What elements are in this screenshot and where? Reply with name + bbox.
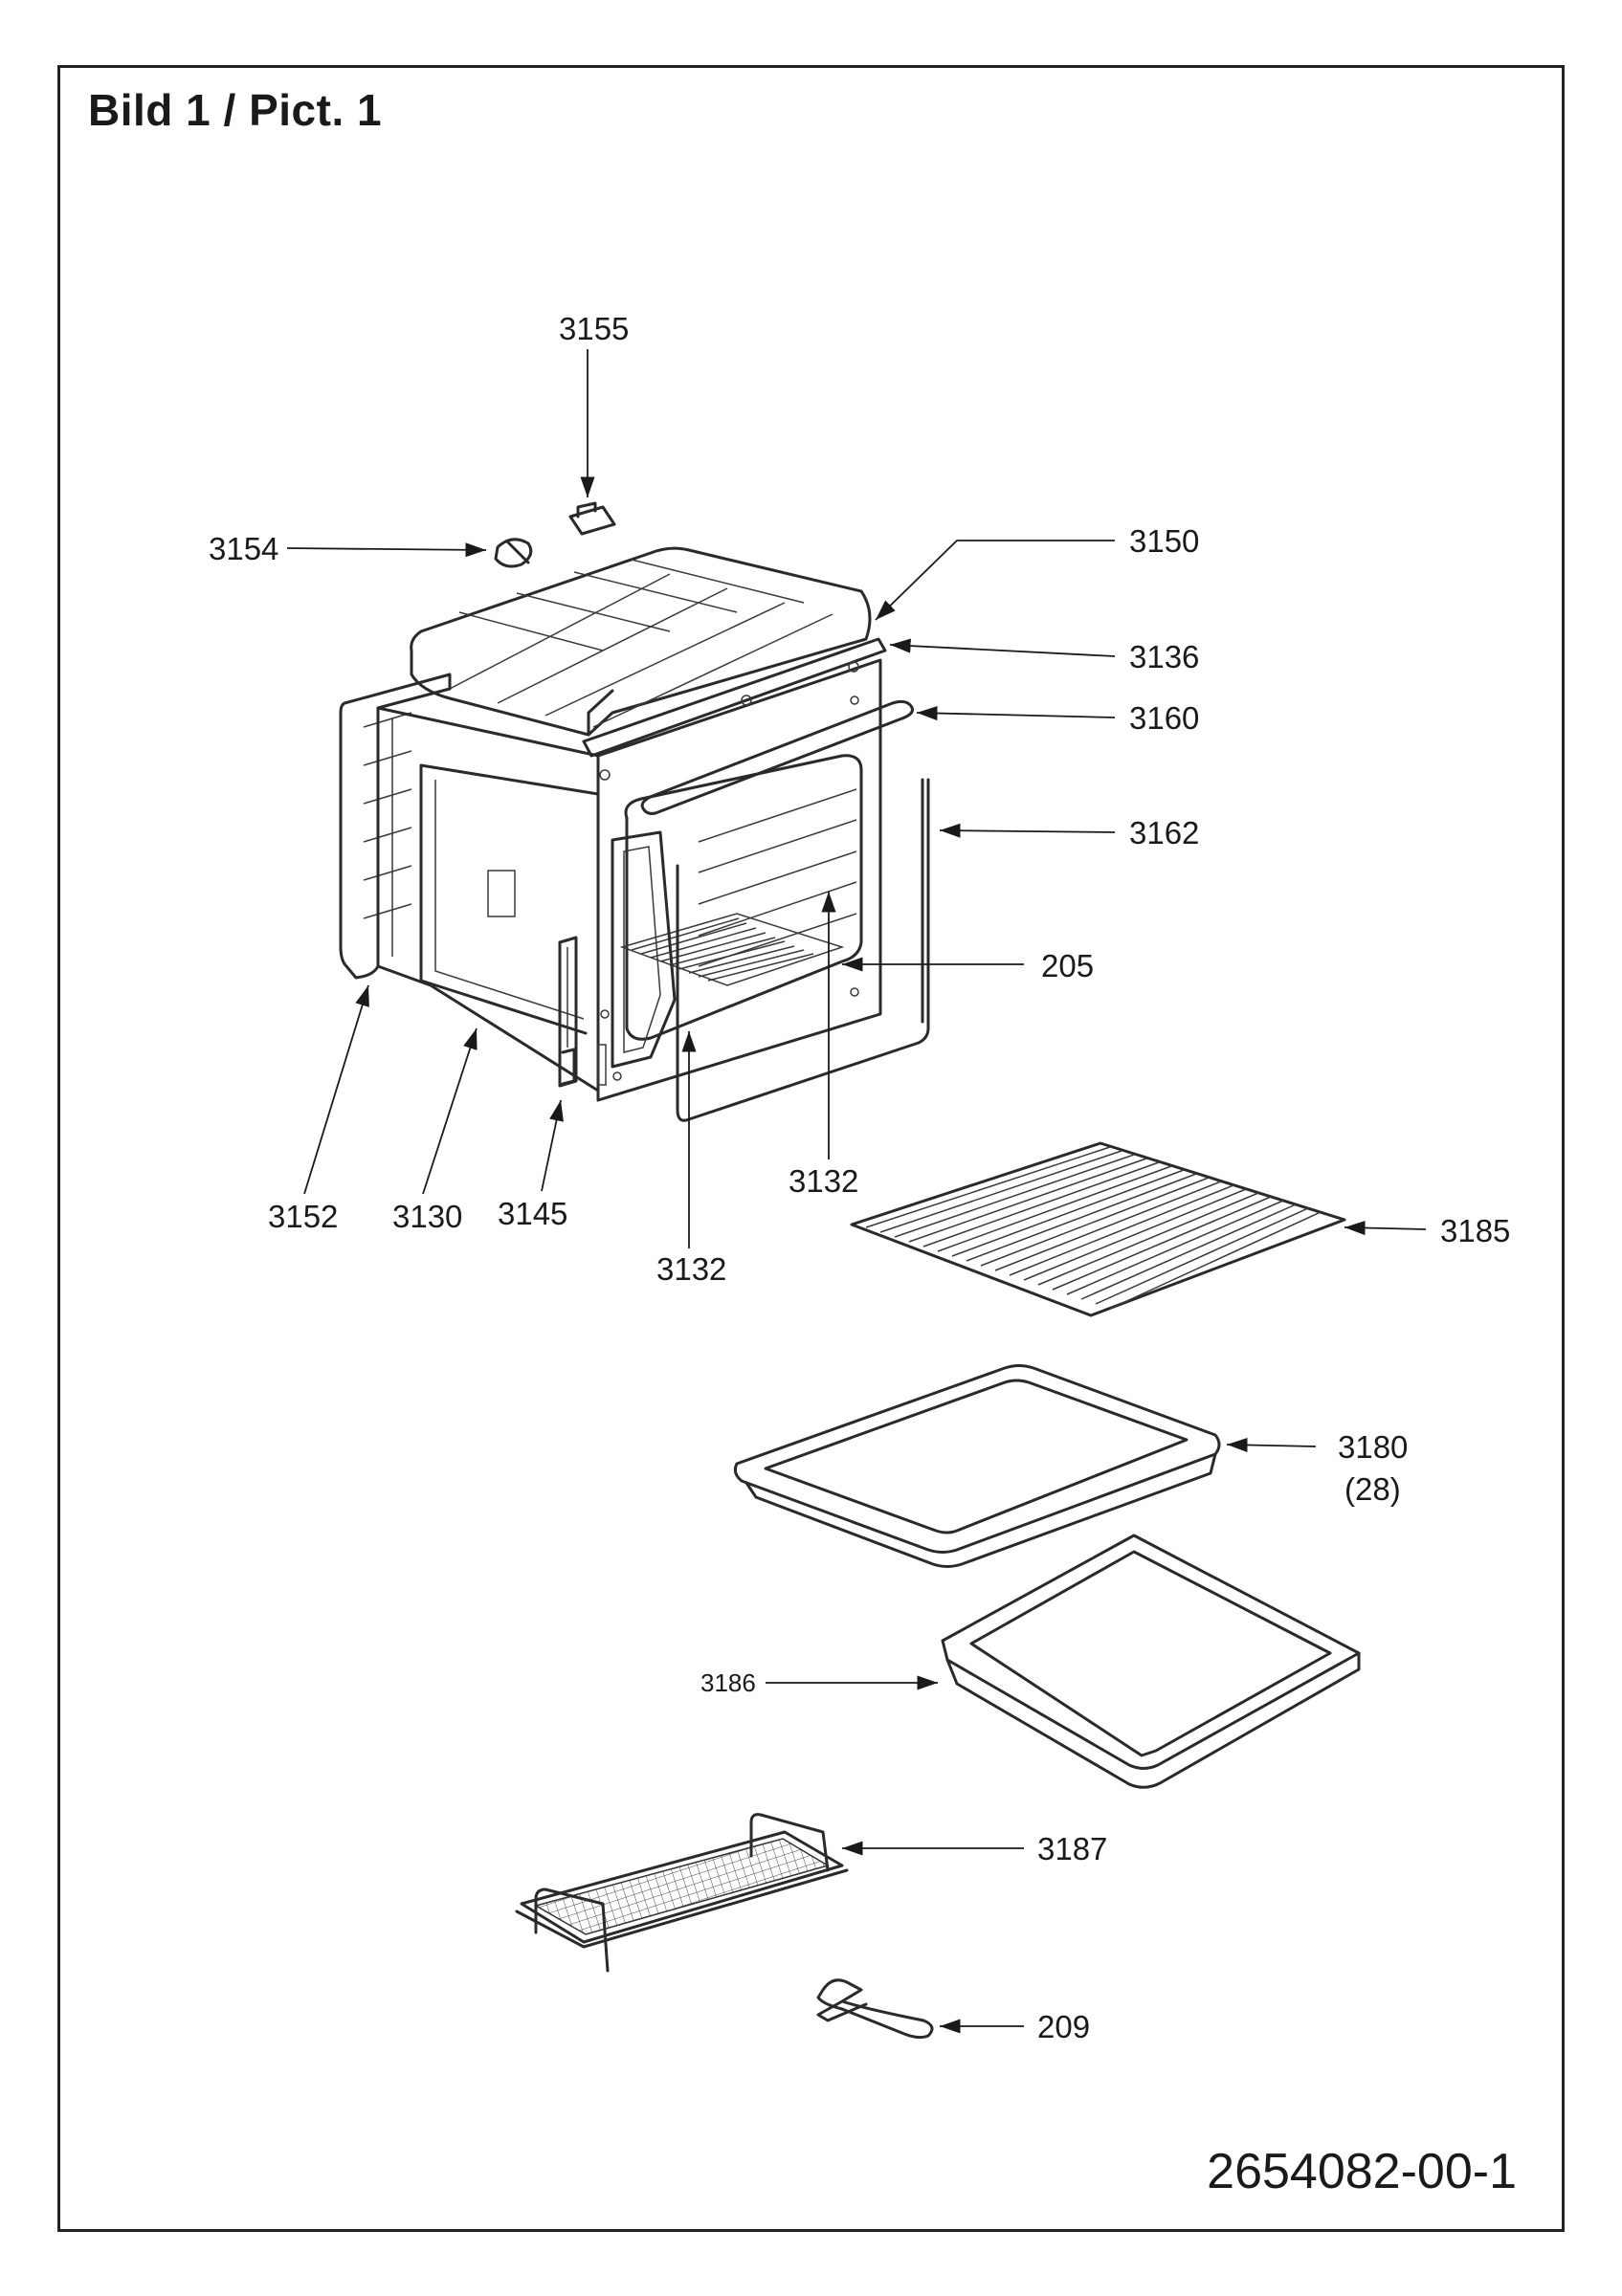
oven-assembly-drawing: [339, 501, 1361, 2040]
leader-lines: [286, 349, 1427, 2034]
page-title: Bild 1 / Pict. 1: [88, 85, 383, 135]
leader-3154: [286, 542, 487, 558]
label-3130: 3130: [392, 1199, 462, 1234]
document-number: 2654082-00-1: [1207, 2144, 1517, 2199]
leader-3180: [1226, 1437, 1317, 1453]
label-3145: 3145: [498, 1196, 567, 1231]
label-3152: 3152: [268, 1199, 338, 1234]
label-3180-quantity: (28): [1344, 1471, 1401, 1507]
drawing-frame: [57, 65, 1565, 2232]
leader-3136: [889, 638, 1116, 657]
leader-3162: [939, 823, 1116, 838]
label-3150: 3150: [1129, 523, 1199, 559]
label-3154: 3154: [209, 531, 278, 566]
label-3187: 3187: [1037, 1831, 1107, 1866]
label-3136: 3136: [1129, 639, 1199, 674]
leader-3150: [875, 540, 1115, 621]
label-205: 205: [1041, 948, 1094, 983]
label-3162: 3162: [1129, 815, 1199, 850]
leader-3130: [422, 1027, 478, 1195]
part-labels: 3155 3154 3150 3136 3160 3162 205 3132 3…: [209, 311, 1510, 2044]
label-209: 209: [1037, 2009, 1090, 2044]
leader-3145: [541, 1099, 564, 1192]
label-3132-b: 3132: [656, 1251, 726, 1287]
label-3186: 3186: [700, 1668, 756, 1697]
label-3185: 3185: [1440, 1213, 1510, 1248]
label-3132-a: 3132: [789, 1163, 858, 1199]
label-3180: 3180: [1338, 1429, 1408, 1465]
label-3155: 3155: [559, 311, 629, 346]
leader-3160: [916, 705, 1116, 721]
leader-3185: [1344, 1220, 1427, 1236]
label-3160: 3160: [1129, 700, 1199, 736]
leader-3152: [303, 984, 369, 1195]
